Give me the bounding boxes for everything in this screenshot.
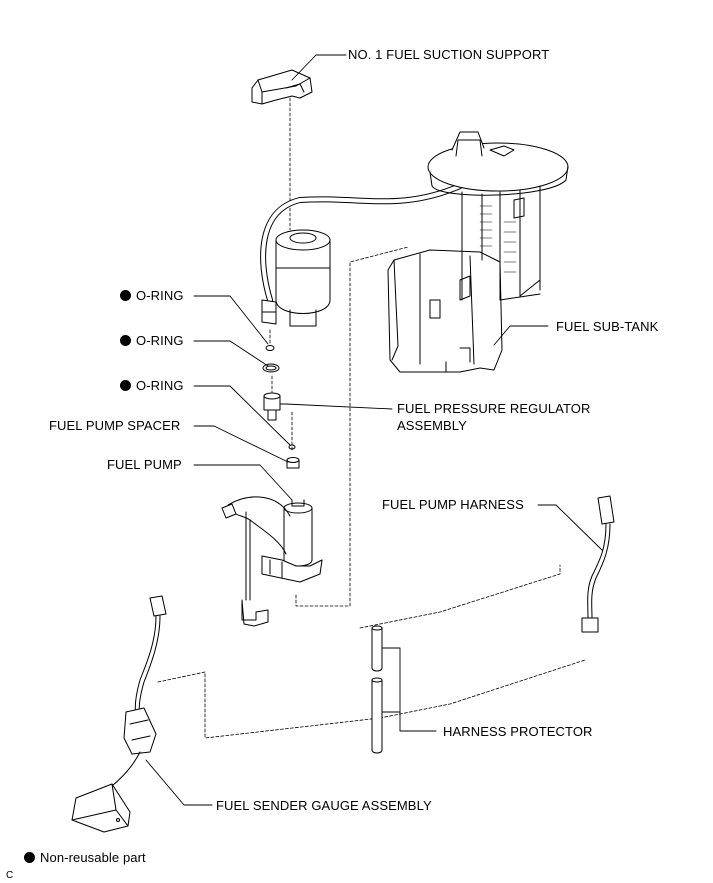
- label-regulator-line1: FUEL PRESSURE REGULATOR: [397, 401, 591, 416]
- fuel-sub-tank-part: [387, 249, 503, 373]
- non-reusable-dot-icon: [120, 290, 131, 301]
- label-o-ring-3: O-RING: [120, 378, 184, 393]
- pressure-regulator-part: [263, 392, 287, 421]
- fuel-hose: [260, 183, 463, 303]
- assembly-guide-lines: [157, 97, 586, 739]
- o-ring-1-text: O-RING: [136, 288, 184, 303]
- o-ring-3-text: O-RING: [136, 378, 184, 393]
- non-reusable-dot-icon: [120, 380, 131, 391]
- label-regulator-line2: ASSEMBLY: [397, 418, 467, 433]
- harness-protector-lower: [371, 677, 383, 754]
- label-suction-support: NO. 1 FUEL SUCTION SUPPORT: [348, 47, 550, 62]
- o-ring-1-part: [265, 345, 275, 351]
- label-harness-protector: HARNESS PROTECTOR: [443, 724, 593, 739]
- corner-mark: C: [6, 870, 14, 881]
- legend-text: Non-reusable part: [40, 850, 146, 865]
- label-o-ring-1: O-RING: [120, 288, 184, 303]
- label-o-ring-2: O-RING: [120, 333, 184, 348]
- label-sub-tank: FUEL SUB-TANK: [556, 319, 659, 334]
- fuel-sender-gauge-part: [71, 595, 167, 833]
- o-ring-3-part: [288, 444, 296, 450]
- label-pump-harness: FUEL PUMP HARNESS: [382, 497, 524, 512]
- suction-support-part: [251, 69, 313, 105]
- o-ring-2-text: O-RING: [136, 333, 184, 348]
- legend: Non-reusable part: [24, 850, 146, 865]
- sub-tank-cover-part: [427, 131, 569, 301]
- leader-lines: [145, 54, 603, 806]
- label-sender-gauge: FUEL SENDER GAUGE ASSEMBLY: [216, 798, 432, 813]
- pump-spacer-part: [286, 457, 300, 469]
- label-fuel-pump: FUEL PUMP: [107, 457, 182, 472]
- fuel-pump-part: [221, 496, 323, 627]
- fuel-filter-housing: [261, 229, 331, 327]
- non-reusable-dot-icon: [120, 335, 131, 346]
- o-ring-2-part: [262, 363, 280, 373]
- non-reusable-dot-icon: [24, 852, 35, 863]
- harness-protector-upper: [371, 625, 383, 672]
- fuel-pump-harness-part: [581, 495, 615, 633]
- label-pump-spacer: FUEL PUMP SPACER: [49, 418, 181, 433]
